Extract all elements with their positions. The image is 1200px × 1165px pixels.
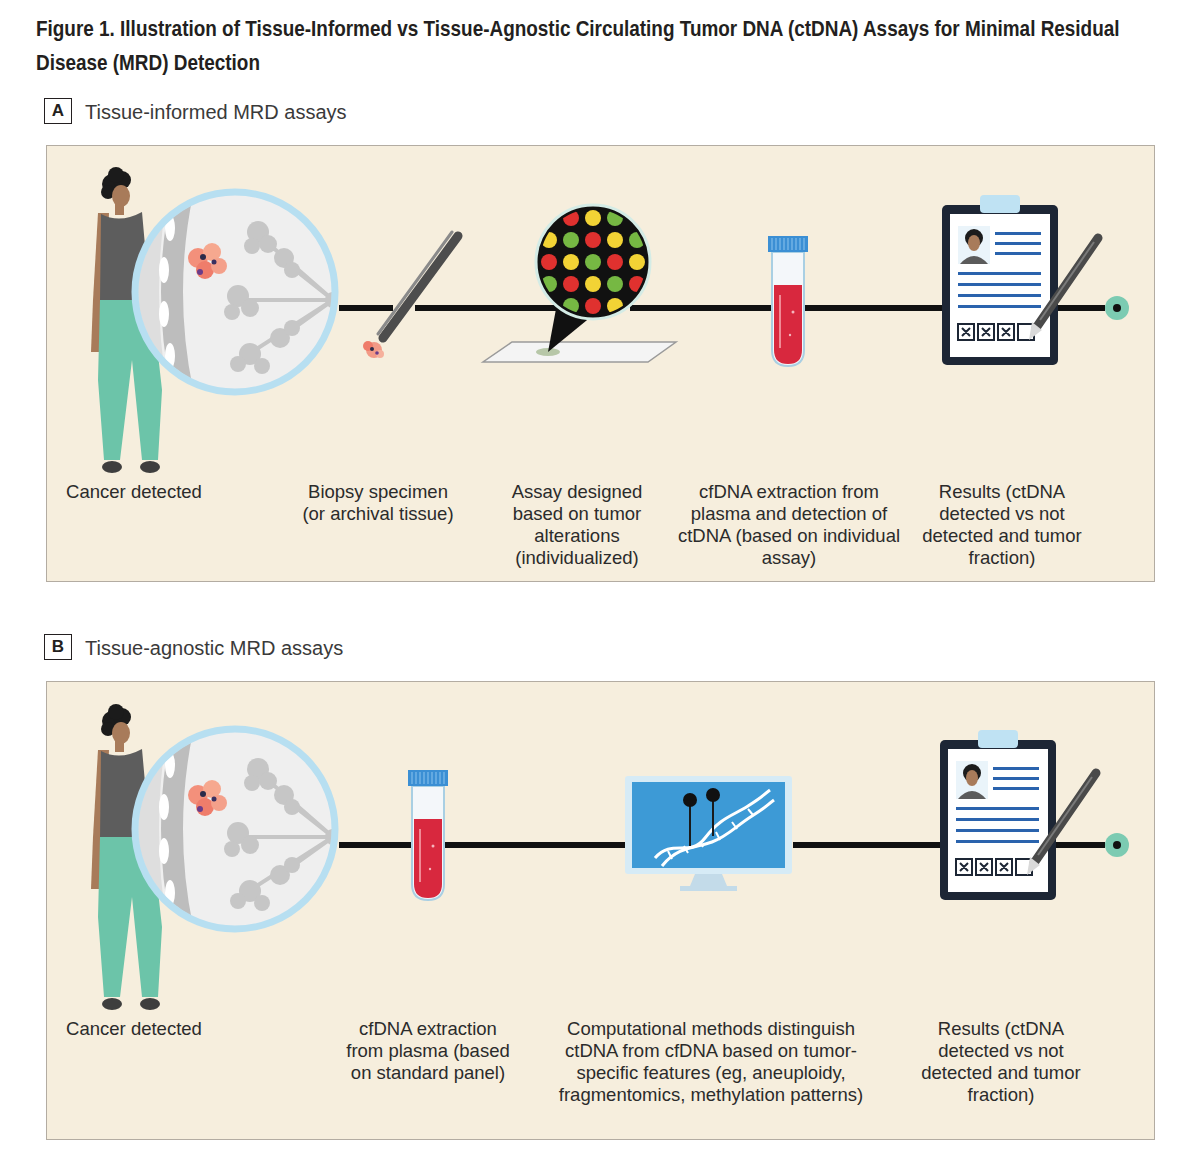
- step-node: cfDNA extraction from plasma and detecti…: [773, 237, 805, 367]
- panel-band: Tissue-informed MRD assaysCancer detecte…: [46, 145, 1155, 582]
- panel-letter-box: A: [44, 98, 72, 124]
- step-node: Results (ctDNA detected vs not detected …: [943, 196, 1059, 367]
- step-caption: Cancer detected: [39, 1018, 229, 1040]
- step-caption: Cancer detected: [39, 481, 229, 503]
- panel-band: Tissue-agnostic MRD assaysCancer detecte…: [46, 681, 1155, 1140]
- step-caption: Results (ctDNA detected vs not detected …: [912, 1018, 1090, 1106]
- panel-heading: Tissue-informed MRD assays: [85, 99, 347, 125]
- step-caption: cfDNA extraction from plasma (based on s…: [343, 1018, 513, 1084]
- step-caption: Computational methods distinguish ctDNA …: [556, 1018, 866, 1106]
- panel-letter-box: B: [44, 634, 72, 660]
- step-node: Assay designed based on tumor alteration…: [558, 201, 630, 363]
- step-node: Biopsy specimen (or archival tissue): [393, 231, 415, 366]
- step-caption: Biopsy specimen (or archival tissue): [296, 481, 461, 525]
- step-node: Cancer detected: [61, 169, 339, 476]
- panel-letter: A: [45, 99, 71, 123]
- step-caption: cfDNA extraction from plasma and detecti…: [669, 481, 909, 569]
- step-caption: Results (ctDNA detected vs not detected …: [913, 481, 1091, 569]
- figure-title: Figure 1. Illustration of Tissue-Informe…: [36, 12, 1176, 80]
- step-node: cfDNA extraction from plasma (based on s…: [413, 771, 445, 901]
- step-caption: Assay designed based on tumor alteration…: [501, 481, 653, 569]
- step-node: Results (ctDNA detected vs not detected …: [941, 731, 1057, 902]
- panel-letter: B: [45, 635, 71, 659]
- panel-heading: Tissue-agnostic MRD assays: [85, 635, 343, 661]
- step-node: Computational methods distinguish ctDNA …: [626, 777, 793, 892]
- step-node: Cancer detected: [61, 706, 339, 1013]
